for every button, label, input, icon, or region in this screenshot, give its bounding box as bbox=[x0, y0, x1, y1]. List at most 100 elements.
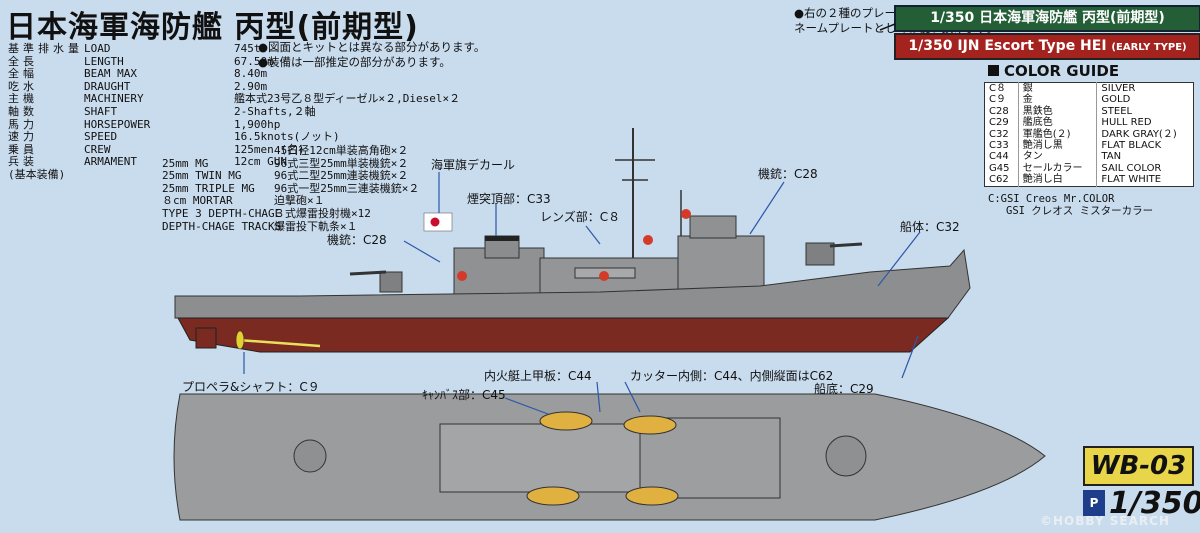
spec-label-en: LENGTH bbox=[84, 54, 124, 68]
callout-lens: レンズ部：C８ bbox=[540, 210, 621, 224]
name-plate-en: 1/350 IJN Escort Type HEI (EARLY TYPE) bbox=[894, 33, 1200, 60]
spec-row: 基準排水量 LOAD 745t bbox=[8, 42, 460, 56]
watermark: ©HOBBY SEARCH bbox=[1040, 514, 1170, 528]
color-code: C９ bbox=[984, 94, 1019, 106]
color-name-en: DARK GRAY(２) bbox=[1101, 128, 1177, 140]
callout-hull: 船体：C32 bbox=[900, 220, 960, 234]
spec-row: 全幅 BEAM MAX 8.40m bbox=[8, 68, 460, 81]
armament-en: TYPE 3 DEPTH-CHAGE bbox=[162, 206, 282, 220]
color-name-ja: タン bbox=[1018, 151, 1098, 163]
deck-house bbox=[439, 423, 701, 493]
spec-row: 速力 SPEED 16.5knots(ノット) bbox=[8, 131, 460, 144]
spec-label-en: MACHINERY bbox=[84, 92, 144, 106]
spec-row: 軸数 SHAFT 2-Shafts,２軸 bbox=[8, 105, 460, 119]
spec-label-ja: 速力 bbox=[8, 130, 38, 144]
callout-cutter: カッター内側：C44、内側縦面はC62 bbox=[630, 369, 834, 383]
page-title: 日本海軍海防艦 丙型(前期型) bbox=[6, 10, 419, 45]
color-code: G45 bbox=[984, 162, 1019, 175]
top-view bbox=[173, 393, 1046, 521]
spec-label-ja: 兵装 bbox=[8, 155, 38, 169]
propeller bbox=[235, 330, 245, 350]
callout-funnel: 煙突頂部：C33 bbox=[467, 192, 551, 206]
callout-mg-left: 機銃：C28 bbox=[327, 233, 387, 247]
spec-row: 馬力 HORSEPOWER 1,900hp bbox=[8, 117, 460, 132]
armament-ja: 爆雷投下軌条×１ bbox=[274, 219, 358, 233]
spec-label-en: LOAD bbox=[84, 42, 111, 55]
bridge bbox=[539, 257, 681, 295]
life-ring bbox=[599, 271, 609, 281]
armament-ja: ３式爆雷投射機×12 bbox=[274, 206, 371, 220]
spec-label-ja: 乗員 bbox=[8, 142, 38, 156]
spec-value: 16.5knots(ノット) bbox=[234, 130, 340, 144]
spec-label-ja: 全幅 bbox=[8, 67, 38, 81]
gun-circle bbox=[825, 435, 867, 477]
armament-en: 25mm TRIPLE MG bbox=[162, 181, 255, 195]
spec-label-ja: 主機 bbox=[8, 92, 38, 106]
name-plate-jp: 1/350 日本海軍海防艦 丙型(前期型) bbox=[894, 5, 1200, 32]
funnel-top bbox=[485, 236, 519, 241]
gun-barrel bbox=[829, 242, 863, 248]
color-name-en: HULL RED bbox=[1101, 117, 1152, 129]
hull-upper bbox=[174, 248, 971, 319]
spec-row: 主機 MACHINERY 艦本式23号乙８型ディーゼル×２,Diesel×２ bbox=[8, 93, 460, 106]
leader-line bbox=[901, 335, 919, 379]
spec-value: 125men (名) bbox=[234, 142, 305, 156]
leader-line bbox=[585, 225, 601, 245]
spec-value: 1,900hp bbox=[234, 117, 281, 131]
gun-barrel bbox=[349, 270, 387, 276]
boat bbox=[574, 267, 636, 279]
leader-line bbox=[749, 181, 785, 235]
armament-list: 45口径12cm単装高角砲×２ 25mm MG 96式三型25mm単装機銃×２ … bbox=[162, 144, 419, 233]
armament-row: TYPE 3 DEPTH-CHAGE ３式爆雷投射機×12 bbox=[162, 206, 419, 221]
gun-mount bbox=[379, 271, 403, 293]
color-name-ja: 艦底色 bbox=[1018, 117, 1098, 129]
color-name-en: SAIL COLOR bbox=[1101, 162, 1162, 174]
color-name-ja: 艶消し白 bbox=[1018, 174, 1098, 187]
ensign-sun bbox=[430, 217, 440, 227]
armament-row: 25mm TWIN MG 96式二型25mm連装機銃×２ bbox=[162, 170, 419, 183]
callout-canvas: ｷｬﾝﾊﾞｽ部：C45 bbox=[422, 388, 506, 402]
leader-line bbox=[403, 240, 441, 263]
color-name-en: GOLD bbox=[1101, 94, 1131, 106]
rudder bbox=[195, 327, 217, 349]
color-guide-title-text: COLOR GUIDE bbox=[1004, 62, 1120, 80]
spec-label-en: CREW bbox=[84, 142, 111, 156]
armament-row: 25mm MG 96式三型25mm単装機銃×２ bbox=[162, 156, 419, 171]
boat-tan bbox=[526, 486, 580, 506]
armament-ja: 96式二型25mm連装機銃×２ bbox=[274, 169, 409, 183]
color-name-ja: 黒鉄色 bbox=[1018, 105, 1098, 118]
bridge-top bbox=[689, 215, 737, 239]
color-name-en: TAN bbox=[1101, 151, 1122, 163]
bridge-deck bbox=[639, 417, 781, 499]
spec-label-ja: 基準排水量 bbox=[8, 42, 83, 55]
armament-row: 25mm TRIPLE MG 96式一型25mm三連装機銃×２ bbox=[162, 181, 419, 196]
note: ●図面とキットとは異なる部分があります。 bbox=[258, 40, 486, 54]
armament-ja: 96式三型25mm単装機銃×２ bbox=[274, 156, 409, 170]
spec-row: 乗員 CREW 125men (名) bbox=[8, 142, 460, 157]
callout-boat-deck: 内火艇上甲板：C44 bbox=[484, 369, 592, 383]
callout-flag: 海軍旗デカール bbox=[431, 158, 516, 172]
color-name-en: FLAT WHITE bbox=[1101, 174, 1162, 186]
color-code: C62 bbox=[984, 174, 1019, 187]
color-guide-title: COLOR GUIDE bbox=[988, 62, 1119, 80]
spec-value: 8.40m bbox=[234, 67, 268, 81]
spec-row: 兵装 ARMAMENT 12cm GUN bbox=[8, 156, 460, 169]
color-code: C８ bbox=[984, 82, 1019, 95]
deck-outline bbox=[173, 393, 1046, 521]
gun-circle bbox=[293, 439, 327, 473]
color-code: C28 bbox=[984, 105, 1019, 118]
ensign bbox=[423, 212, 453, 232]
leader-line bbox=[624, 381, 641, 413]
spec-label-en: SPEED bbox=[84, 130, 118, 144]
brand-logo-icon: P bbox=[1083, 490, 1105, 516]
shaft bbox=[237, 338, 321, 348]
armament-ja: 45口径12cm単装高角砲×２ bbox=[274, 144, 409, 157]
